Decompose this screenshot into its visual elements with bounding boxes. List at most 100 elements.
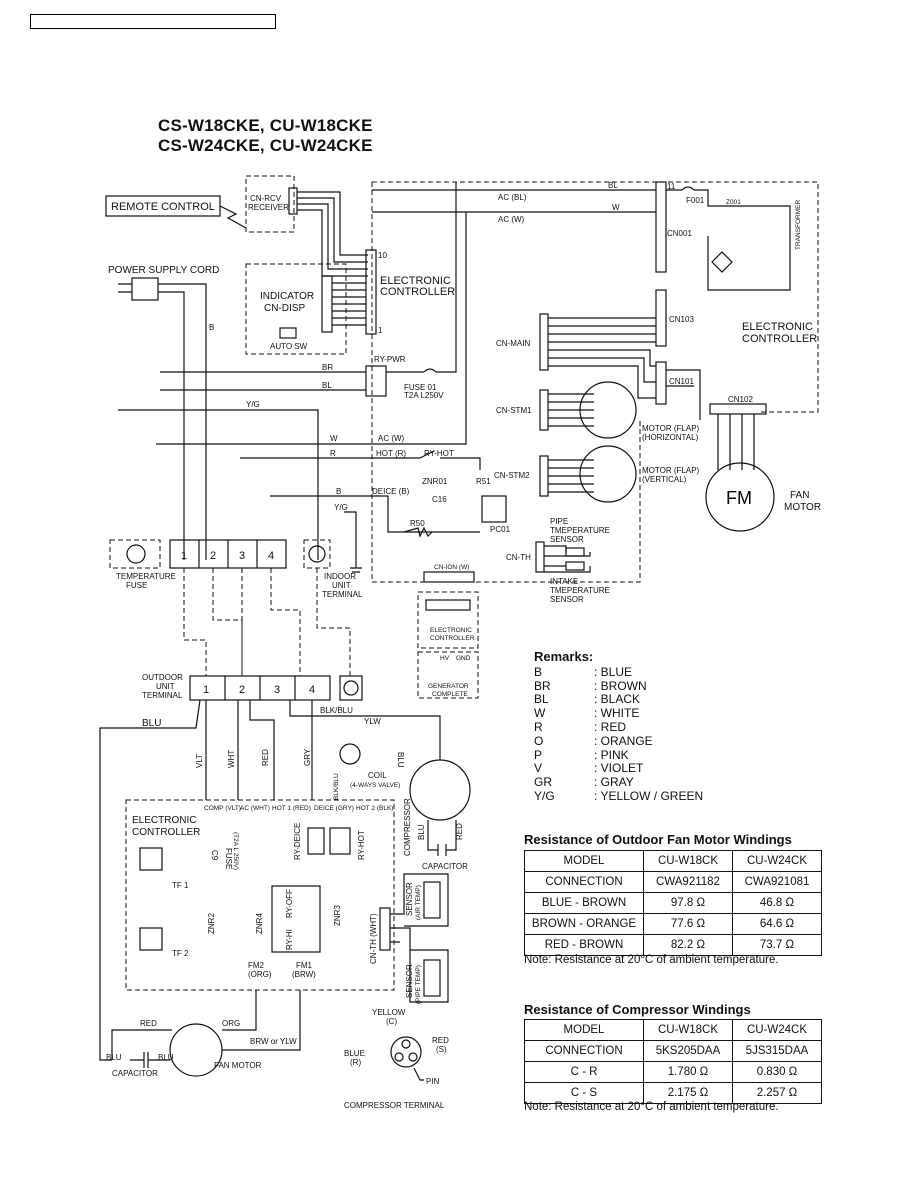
org-paren-label: (ORG) [248,970,272,979]
ion-connector [425,599,471,611]
table-row: MODEL CU-W18CK CU-W24CK [524,1019,822,1041]
remark-code: O [534,733,544,748]
hot-r-label: HOT (R) [376,449,406,458]
fan-table-note: Note: Resistance at 20°C of ambient temp… [524,954,779,966]
temperature-fuse-icon [126,544,146,564]
znr4-label: ZNR4 [255,913,264,934]
cn102-label: CN102 [728,395,753,404]
indoor-terminal-label-1: INDOOR [324,572,356,581]
outdoor-terminal-label-3: TERMINAL [142,691,183,700]
temperature-fuse-label-2: FUSE [126,581,147,590]
indicator-wires [332,282,366,326]
comp-vlt-label: COMP (VLT) [204,805,241,812]
interconnect-cables [183,568,351,676]
pipe-sensor-label-3: SENSOR [550,535,584,544]
cn-th-connector [535,541,545,573]
flap-motor-h-circle [579,381,637,439]
remark-row: V: VIOLET [534,762,703,776]
table-cell: CU-W18CK [643,850,733,872]
cn-stm1-connector [539,389,549,431]
indoor-terminal-4: 4 [268,550,274,562]
controller-label-1: ELECTRONIC [380,275,451,287]
remark-code: BL [534,692,549,707]
comp-table-title: Resistance of Compressor Windings [524,1002,751,1017]
horizontal-label: (HORIZONTAL) [642,433,699,442]
cn101-connector [655,361,667,405]
title-line1: CS-W18CKE, CU-W18CKE [158,116,373,135]
remark-code: V [534,761,543,776]
cn101-wires [666,369,701,420]
capacitor-label: CAPACITOR [422,862,468,871]
c16-label: C16 [432,495,447,504]
cn001-connector [655,181,667,273]
remark-name: : RED [594,719,627,734]
outdoor-terminal-dividers [224,676,296,700]
remark-name: : ORANGE [594,733,653,748]
c-label: (C) [386,1017,397,1026]
fan-resistance-table: MODEL CU-W18CK CU-W24CK CONNECTION CWA92… [524,850,822,956]
blu3-label: BLU [417,824,426,840]
four-way-label: (4-WAYS VALVE) [350,782,400,789]
remark-code: W [534,706,546,721]
f001-label: F001 [686,196,705,205]
hv-label: HV [440,655,450,662]
sensor-air-label: SENSOR [405,882,414,916]
indoor-earth-icon [308,545,326,563]
remark-code: BR [534,678,551,693]
compressor-terminal-label: COMPRESSOR TERMINAL [344,1101,445,1110]
cn-disp-connector [321,275,333,333]
znr3-label: ZNR3 [333,905,342,926]
blu2-label: BLU [396,752,405,768]
fan-motor-wires [717,414,755,470]
remark-row: R: RED [534,719,703,735]
ry-pwr-relay [365,365,387,397]
compressor-label: COMPRESSOR [403,798,412,856]
tf1-label: TF 1 [172,881,189,890]
wire-r-label: R [330,449,336,458]
table-row: BROWN - ORANGE 77.6 Ω 64.6 Ω [524,913,822,935]
generator-box [417,651,479,699]
blk-blu2-label: BLK/BLU [333,773,340,800]
fm-label: FM [726,488,752,508]
wire-w-label: W [612,203,620,212]
c9-label: C9 [210,850,219,861]
pipe-sensor-label-2: TMEPERATURE [550,526,610,535]
table-cell: 0.830 Ω [732,1061,822,1083]
cn-main-wires [548,317,656,399]
table-cell: 46.8 Ω [732,892,822,914]
remark-name: : GRAY [594,775,634,790]
ry-deice-label: RY-DEICE [293,823,302,860]
table-cell: BLUE - BROWN [524,892,644,914]
fan-table-title: Resistance of Outdoor Fan Motor Windings [524,832,792,847]
remark-code: GR [534,775,552,790]
table-cell: CWA921182 [643,871,733,893]
right-controller-label-1: ELECTRONIC [742,321,813,333]
ry-hot-relay [329,827,351,855]
cn103-label: CN103 [669,315,694,324]
wire-w2-label: W [330,434,338,443]
table-cell: 2.175 Ω [643,1082,733,1104]
fuse01-symbol [423,368,437,373]
indoor-terminal-label-2: UNIT [332,581,351,590]
blu4-label: BLU [106,1053,122,1062]
outdoor-earth-icon [343,680,359,696]
bridge-2 [139,927,163,951]
cn-stm1-wires [548,393,594,427]
cn102-connector [709,403,767,415]
fan-motor-wires-out [111,990,301,1068]
remark-row: B: BLUE [534,665,703,680]
cn-stm2-wires [548,459,594,493]
hot2-label: HOT 2 (BLK) [356,805,393,812]
w-ac-wire [156,212,467,445]
gnd-label: GND [456,655,471,662]
indoor-terminal-1: 1 [181,550,187,562]
cn-rcv-connector [288,187,298,215]
pipe-temp-label: (PIPE TEMP) [415,965,422,1004]
remark-name: : YELLOW / GREEN [594,788,704,803]
outdoor-ctrl-label-1: ELECTRONIC [132,815,196,826]
ry-off-label: RY-OFF [285,889,294,918]
pc01-label: PC01 [490,525,511,534]
ac-w2-label: AC (W) [378,434,405,443]
vertical-label: (VERTICAL) [642,475,687,484]
comp-resistance-table: MODEL CU-W18CK CU-W24CK CONNECTION 5KS20… [524,1019,822,1104]
